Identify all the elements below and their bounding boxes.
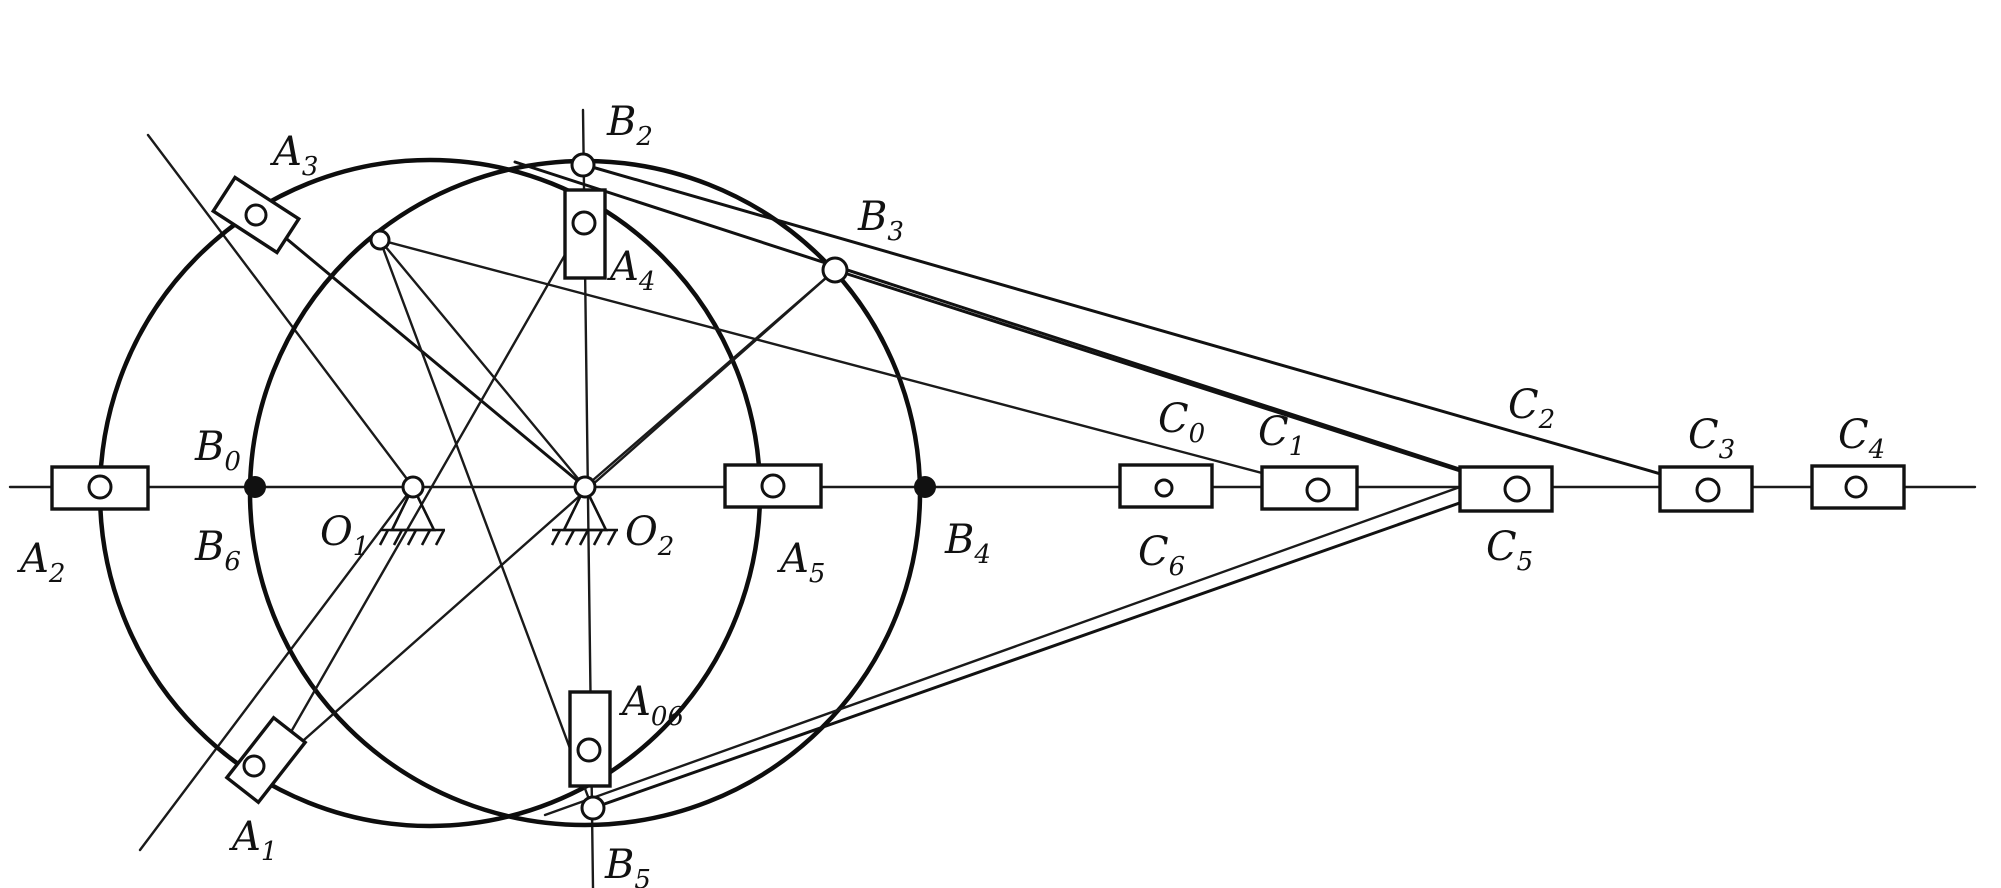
point-b4 [914, 476, 936, 498]
link-b0-o2 [378, 238, 587, 489]
joint-b0 [369, 229, 391, 251]
label-b3: B3 [857, 194, 904, 247]
label-a5: A5 [776, 536, 825, 589]
slider-a0b [568, 690, 612, 788]
link-a1-a4 [270, 218, 587, 767]
slider-a5 [723, 463, 823, 509]
guide-line-a1 [138, 485, 415, 852]
joint-o1 [401, 475, 425, 499]
slider-c6 [1118, 463, 1214, 509]
slider-a3 [210, 175, 302, 255]
label-c2: C2 [1508, 382, 1555, 435]
label-a1: A1 [228, 814, 277, 867]
guide-line-a3 [146, 133, 415, 489]
joint-b5 [580, 795, 606, 821]
label-c4: C4 [1838, 412, 1885, 465]
label-c0: C0 [1158, 396, 1205, 449]
label-o1: O1 [320, 509, 369, 562]
label-a0b: A06 [618, 679, 684, 732]
label-b4: B4 [944, 517, 991, 570]
label-o2: O2 [625, 509, 674, 562]
joint-b3 [821, 256, 849, 284]
ground-support-o1 [378, 484, 446, 546]
slider-c4 [1810, 464, 1906, 510]
label-a4: A4 [606, 244, 655, 297]
slider-a4 [563, 188, 607, 280]
label-a3: A3 [269, 129, 318, 182]
label-c3: C3 [1688, 412, 1735, 465]
slider-c5 [1458, 465, 1554, 513]
slider-a2 [50, 465, 150, 511]
joint-o2 [573, 475, 597, 499]
label-a2: A2 [16, 536, 65, 589]
slider-c3 [1658, 465, 1754, 513]
label-b0: B0 [194, 424, 241, 477]
rod-b2-c5a [513, 160, 1517, 489]
label-b6: B6 [194, 524, 241, 577]
label-b2: B2 [606, 99, 653, 152]
rod-b5-c5 [591, 485, 1507, 810]
point-b0-b6 [244, 476, 266, 498]
slider-a1 [224, 715, 308, 805]
label-c5: C5 [1486, 524, 1533, 577]
rod-b0-c1 [378, 238, 1317, 489]
link-b3-o1 [583, 268, 837, 489]
rod-b2-c3 [583, 163, 1708, 489]
rod-b3-c5 [833, 268, 1512, 489]
label-c6: C6 [1138, 529, 1185, 582]
label-b5: B5 [604, 842, 651, 888]
rod-b5-c5b [543, 485, 1462, 817]
label-c1: C1 [1258, 409, 1305, 462]
joint-b2 [570, 152, 596, 178]
link-b3-b6 [268, 268, 837, 772]
link-b0-o1-b5 [378, 238, 595, 812]
ground-support-o2 [550, 484, 618, 546]
slider-c1 [1260, 465, 1359, 511]
